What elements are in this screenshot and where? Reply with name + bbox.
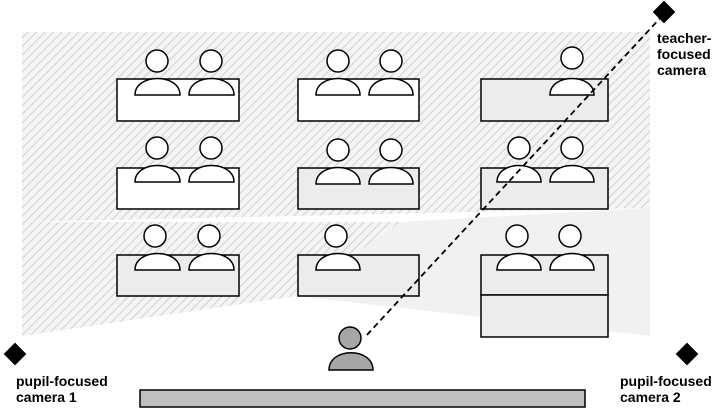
pupil-camera-2-label: pupil-focused camera 2 [620,373,712,405]
pupil-icon [549,136,595,183]
pupil-icon [315,224,361,271]
pupil-icon [496,224,542,271]
teacher-camera-icon [652,0,676,24]
pupil-icon [315,138,361,185]
teacher-camera-label: teacher- focused camera [657,30,712,78]
pupil-camera-1-icon [3,342,27,366]
pupil-icon [368,138,414,185]
pupil-icon [134,224,181,271]
pupil-camera-2-icon [675,342,699,366]
pupil-icon [368,49,414,96]
teacher-camera-sightline [364,14,664,338]
pupil-icon [134,49,181,96]
pupil-icon [188,136,235,183]
pupil-icon [188,224,235,271]
pupil-icon [496,136,542,183]
pupil-icon [549,224,595,271]
desk-row-3-center [297,254,420,297]
board [139,389,586,408]
teacher-icon [328,326,374,371]
pupil-icon [315,49,361,96]
pupil-icon [549,46,595,96]
pupil-icon [134,136,181,183]
pupil-camera-1-label: pupil-focused camera 1 [16,373,108,405]
pupil-icon [188,49,235,96]
